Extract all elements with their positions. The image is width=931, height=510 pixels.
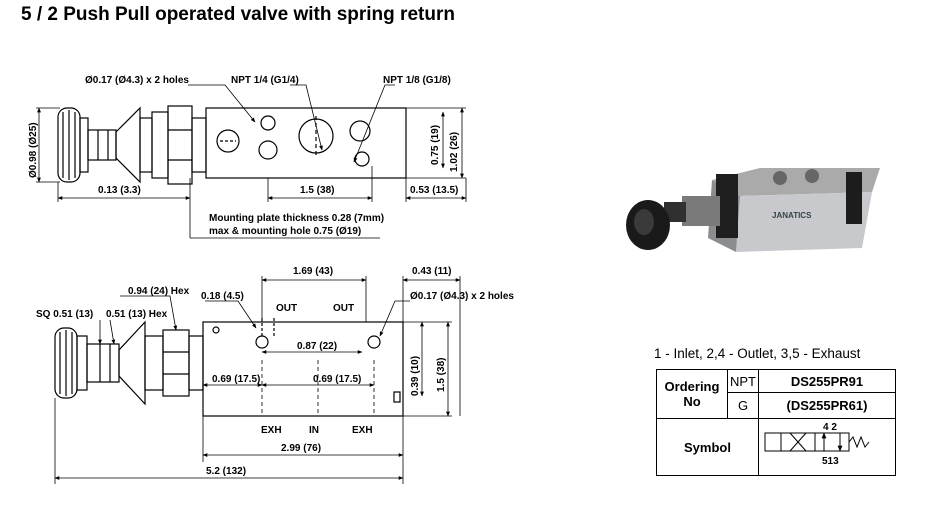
top-view-dimensions <box>36 84 467 239</box>
front-view-dimensions <box>54 276 461 484</box>
front-52-label: 5.2 (132) <box>206 466 246 477</box>
npt-cell: NPT <box>727 368 759 394</box>
front-holes-label: Ø0.17 (Ø4.3) x 2 holes <box>410 291 514 302</box>
top-15-label: 1.5 (38) <box>300 185 334 196</box>
in-label: IN <box>309 425 319 436</box>
g-code-cell: (DS255PR61) <box>758 392 896 419</box>
top-holes-label: Ø0.17 (Ø4.3) x 2 holes <box>85 75 189 86</box>
ordering-table: Ordering No NPT DS255PR91 G (DS255PR61) … <box>656 368 896 476</box>
front-018-label: 0.18 (4.5) <box>201 291 244 302</box>
port-legend: 1 - Inlet, 2,4 - Outlet, 3,5 - Exhaust <box>654 346 861 361</box>
exh-right-label: EXH <box>352 425 373 436</box>
front-15-label: 1.5 (38) <box>436 358 447 392</box>
top-view-labels: Ø0.17 (Ø4.3) x 2 holes NPT 1/4 (G1/4) NP… <box>28 75 460 237</box>
front-039-label: 0.39 (10) <box>410 356 421 396</box>
top-013-label: 0.13 (3.3) <box>98 185 141 196</box>
out-left-label: OUT <box>276 303 297 314</box>
top-view-drawing <box>57 105 407 185</box>
out-right-label: OUT <box>333 303 354 314</box>
front-299-label: 2.99 (76) <box>281 443 321 454</box>
front-169-label: 1.69 (43) <box>293 266 333 277</box>
ordering-no-label: Ordering No <box>656 369 728 419</box>
front-hex-094-label: 0.94 (24) Hex <box>128 286 190 297</box>
top-dia-label: Ø0.98 (Ø25) <box>28 122 39 178</box>
top-075-label: 0.75 (19) <box>430 125 441 165</box>
front-view-labels: 1.69 (43) 0.43 (11) 0.94 (24) Hex 0.18 (… <box>36 266 514 477</box>
photo-brand-label: JANATICS <box>772 211 812 220</box>
symbol-label: Symbol <box>656 418 759 476</box>
front-hex-051-label: 0.51 (13) Hex <box>106 309 168 320</box>
front-view-drawing <box>54 318 404 417</box>
front-069b-label: 0.69 (17.5) <box>313 374 361 385</box>
symbol-cell <box>758 418 896 476</box>
g-cell: G <box>727 392 759 419</box>
top-npt-14-label: NPT 1/4 (G1/4) <box>231 75 299 86</box>
valve-product-photo: JANATICS <box>626 168 880 252</box>
top-053-label: 0.53 (13.5) <box>410 185 458 196</box>
top-102-label: 1.02 (26) <box>449 132 460 172</box>
front-069a-label: 0.69 (17.5) <box>212 374 260 385</box>
plate-thickness-label: Mounting plate thickness 0.28 (7mm) <box>209 213 384 224</box>
page-title: 5 / 2 Push Pull operated valve with spri… <box>21 4 455 25</box>
front-043-label: 0.43 (11) <box>412 266 451 277</box>
front-sq-label: SQ 0.51 (13) <box>36 309 93 320</box>
exh-left-label: EXH <box>261 425 282 436</box>
npt-code-cell: DS255PR91 <box>758 368 896 394</box>
mounting-hole-label: max & mounting hole 0.75 (Ø19) <box>209 226 361 237</box>
top-npt-18-label: NPT 1/8 (G1/8) <box>383 75 451 86</box>
front-087-label: 0.87 (22) <box>297 341 337 352</box>
